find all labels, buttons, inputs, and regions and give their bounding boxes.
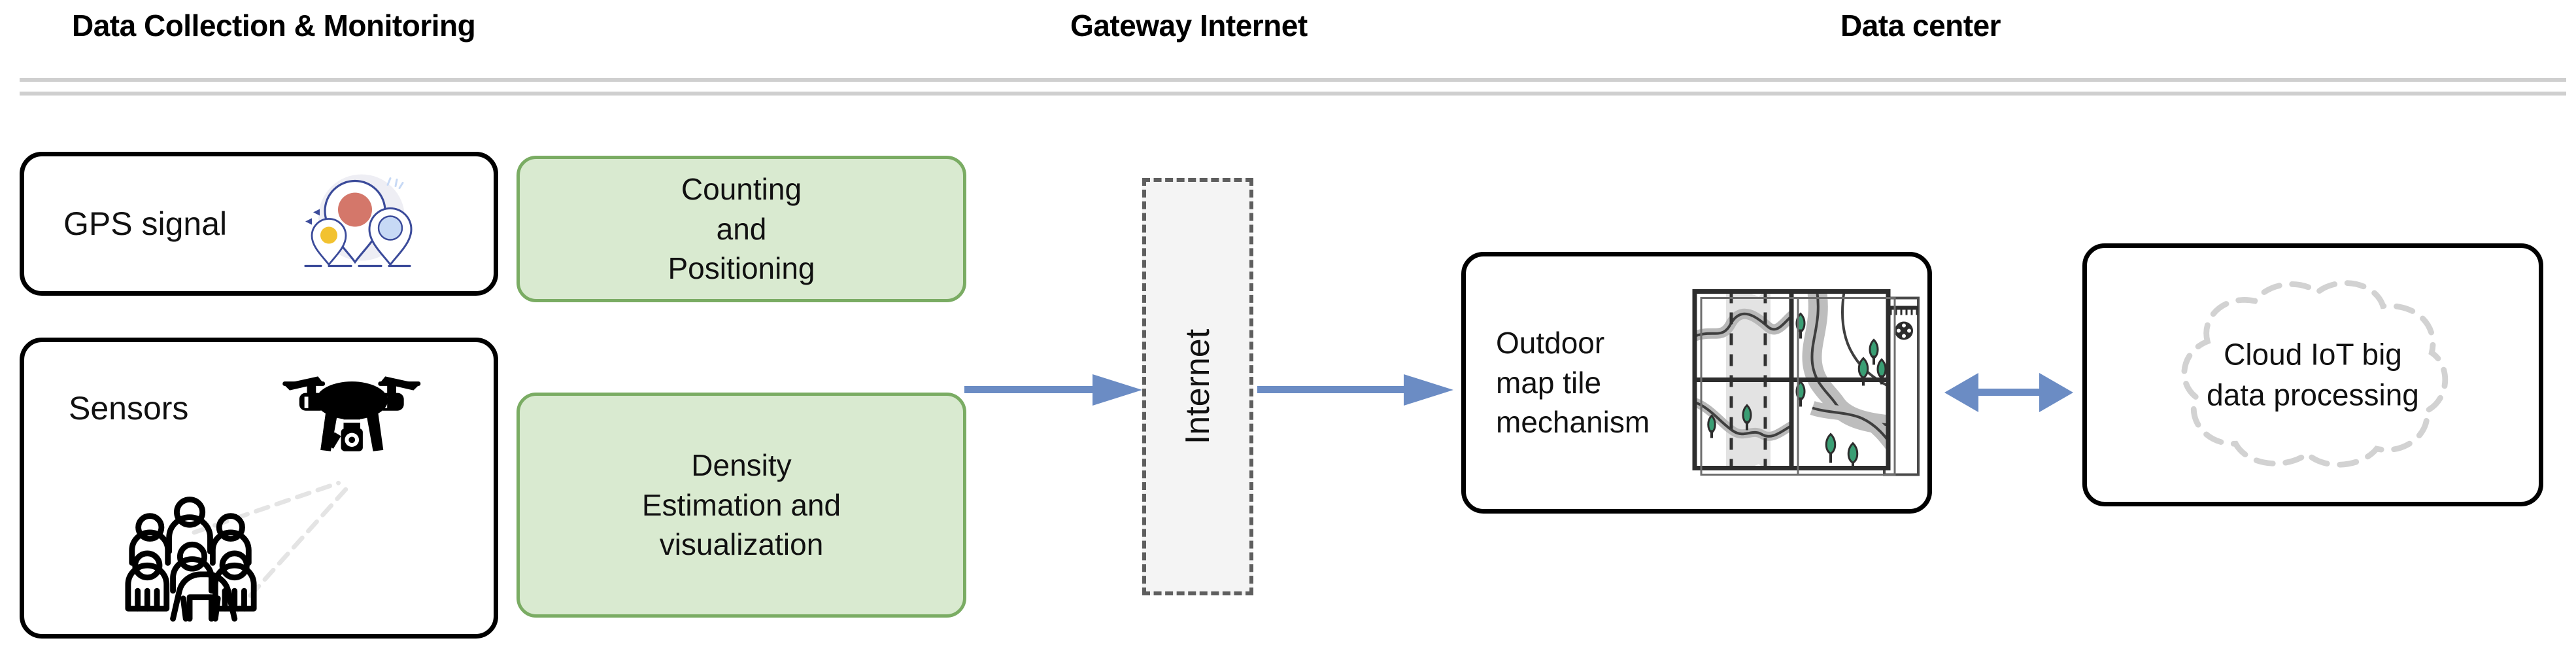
arrow-process-to-internet xyxy=(964,372,1142,412)
header-divider-top xyxy=(20,78,2566,82)
arrow-internet-to-maptile xyxy=(1257,372,1453,412)
crowd-of-people-icon xyxy=(125,497,257,622)
counting-and-positioning-node[interactable]: Counting and Positioning xyxy=(517,156,966,302)
header-gateway-internet: Gateway Internet xyxy=(1070,9,1308,43)
internet-label: Internet xyxy=(1179,328,1217,445)
sensors-illustration xyxy=(125,376,421,622)
density-estimation-node[interactable]: Density Estimation and visualization xyxy=(517,393,966,618)
sensors-label: Sensors xyxy=(69,390,189,427)
cloud-iot-node[interactable]: Cloud IoT big data processing xyxy=(2082,243,2543,506)
drone-icon xyxy=(282,376,421,451)
outdoor-map-tile-label: Outdoor map tile mechanism xyxy=(1496,325,1650,440)
gps-signal-label: GPS signal xyxy=(63,205,228,242)
arrow-maptile-to-cloud-bidirectional xyxy=(1935,353,2082,435)
internet-node[interactable]: Internet xyxy=(1142,178,1253,595)
sensors-node[interactable]: Sensors xyxy=(20,338,498,639)
header-data-center: Data center xyxy=(1840,9,2001,43)
map-tile-grid-icon xyxy=(1688,277,1924,489)
cloud-iot-label: Cloud IoT big data processing xyxy=(2207,337,2419,412)
dashed-cloud-icon xyxy=(2181,280,2449,468)
gps-signal-node[interactable]: GPS signal xyxy=(20,152,498,296)
map-pins-icon xyxy=(291,167,422,281)
header-divider-bottom xyxy=(20,92,2566,96)
outdoor-map-tile-node[interactable]: Outdoor map tile mechanism xyxy=(1461,252,1932,514)
header-data-collection: Data Collection & Monitoring xyxy=(72,9,476,43)
